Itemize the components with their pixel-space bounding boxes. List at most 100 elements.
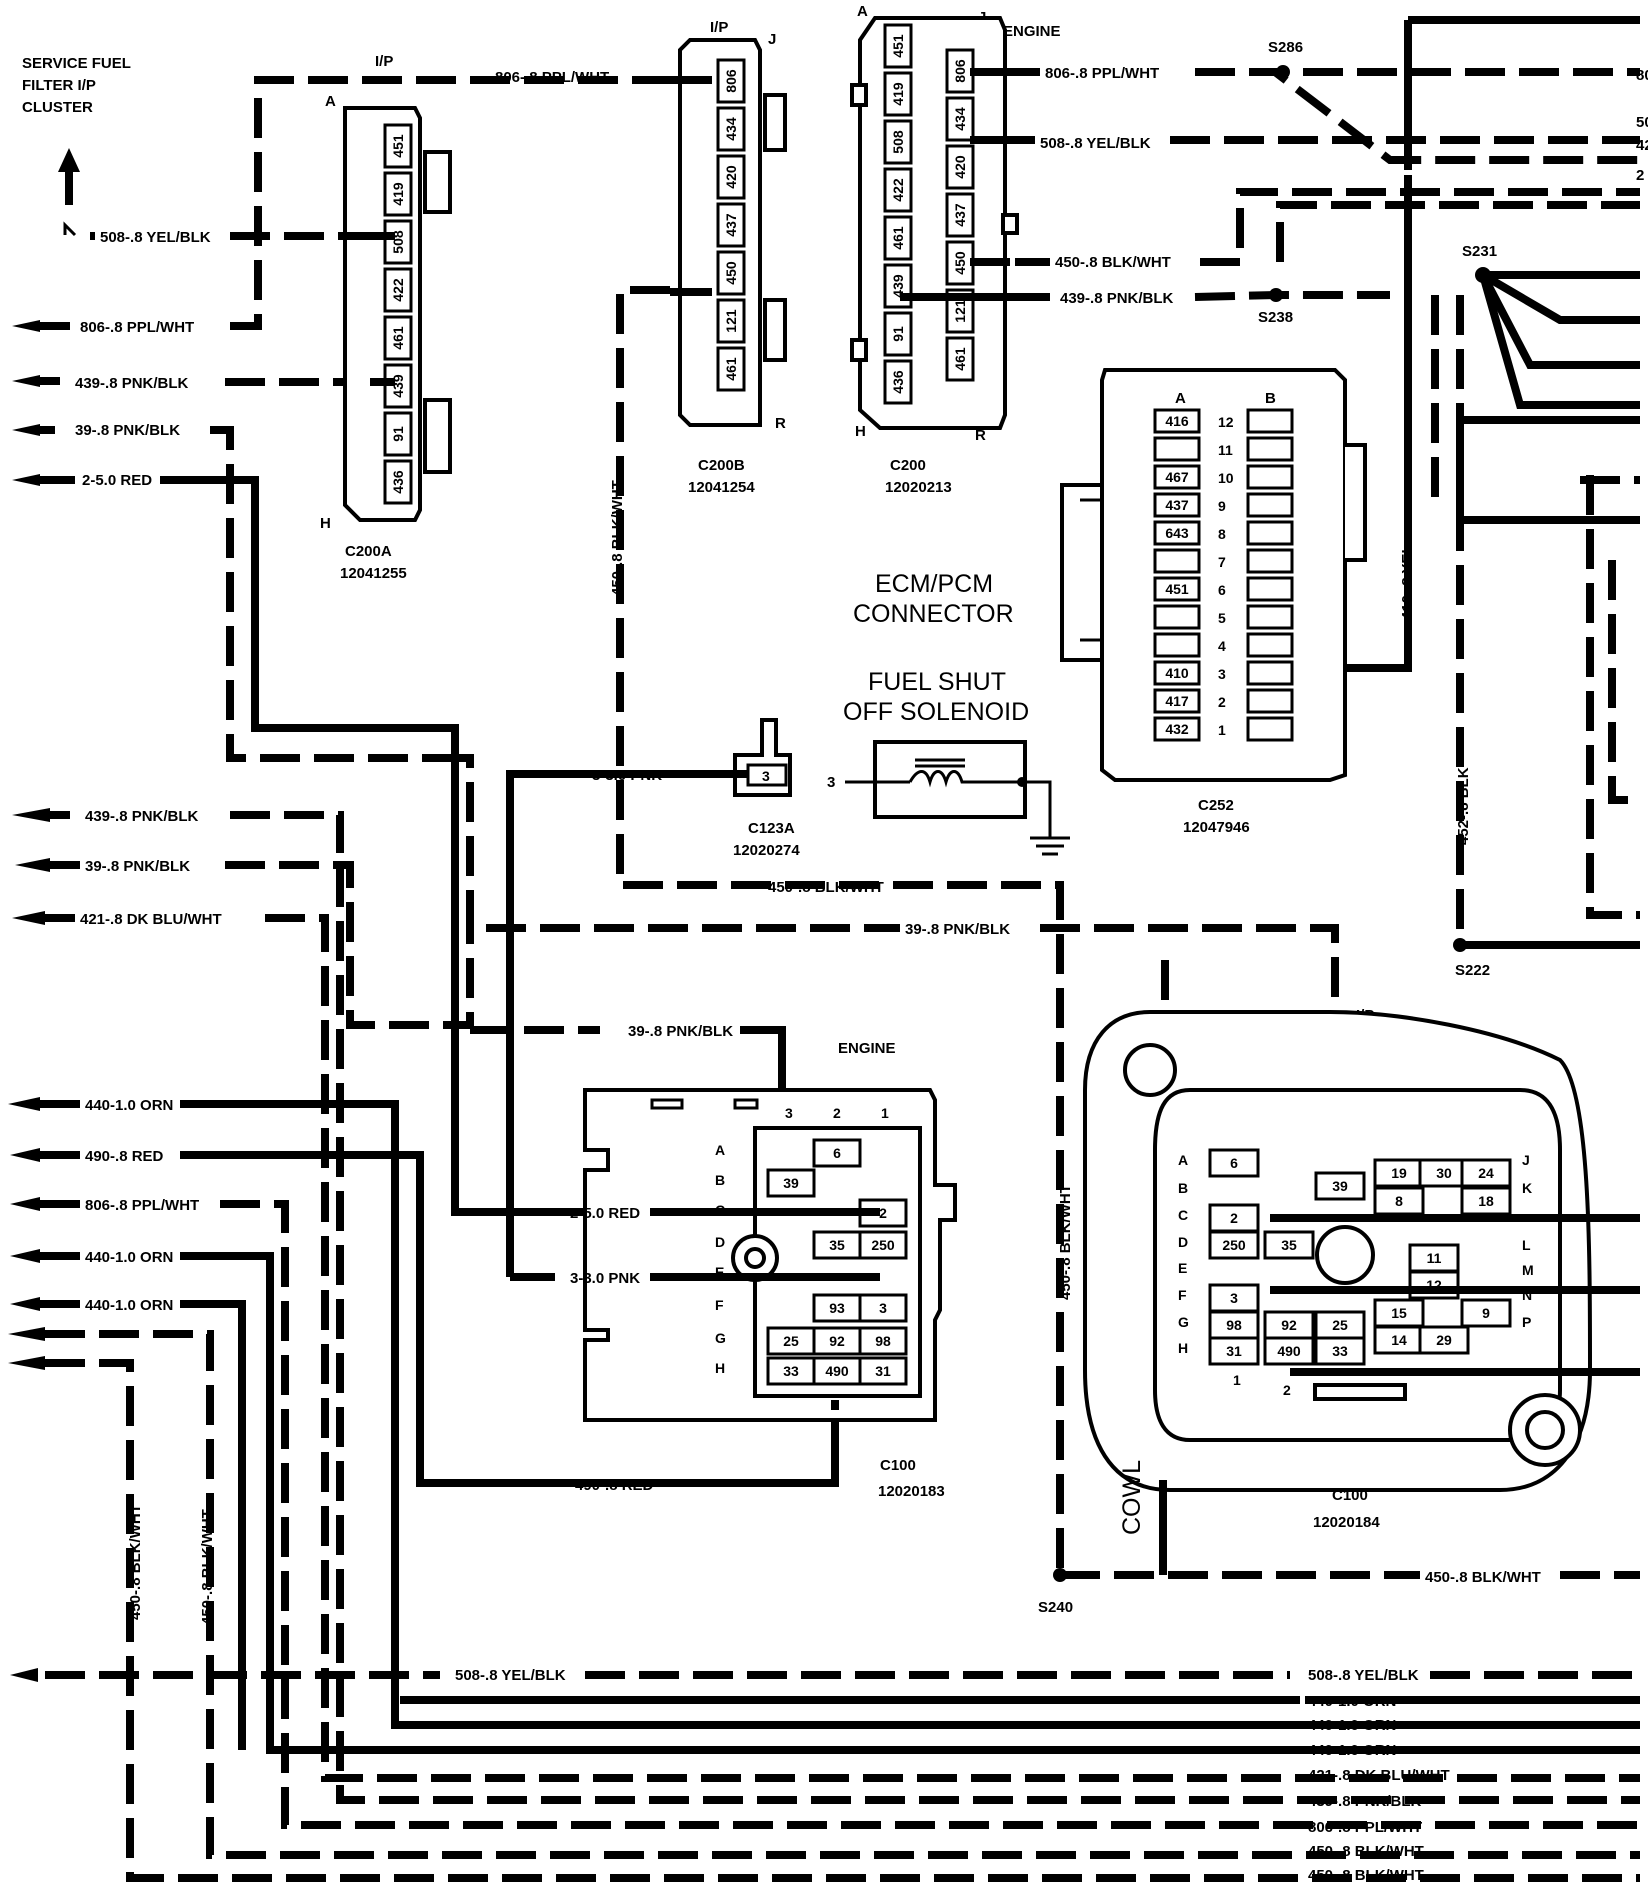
splice-s238-label: S238 [1258,309,1293,326]
c100e-pin-cell [766,1168,816,1198]
wire-label-450-c200: 450-.8 BLK/WHT [1055,254,1171,271]
arrow-icon [12,808,50,822]
c200-left-pin-cell [883,359,913,405]
c100ip-left-row: E [1178,1260,1187,1276]
wire-39-left [210,426,440,762]
c252-pin-a-cell [1153,604,1201,630]
service-note-line1: SERVICE FUEL [22,55,131,72]
c100e-row: B [715,1172,725,1188]
fuel-title-line2: OFF SOLENOID [843,698,1029,726]
c252-pin-a-cell [1153,576,1201,602]
c100ip-left-row: G [1178,1314,1189,1330]
c200a-pin-cell [383,267,413,313]
c100ip-left-row: C [1178,1207,1188,1223]
c100ip-left-row: D [1178,1234,1188,1250]
wire-39-lower [225,861,474,1029]
c100ip-right-row: N [1522,1287,1532,1303]
c200b-pin: 461 [723,357,739,381]
c252-pin-a: 451 [1165,581,1189,597]
c100e-pin: 3 [879,1300,887,1316]
up-arrow-icon [58,148,80,172]
c100e-pin: 98 [875,1333,891,1349]
c252-row-num: 6 [1218,582,1226,598]
c200a-ip-label: I/P [375,53,393,70]
c100ip-pin: 15 [1391,1305,1407,1321]
c100e-row: D [715,1234,725,1250]
c252-pin-a-cell [1153,632,1201,658]
c200a-pin: 461 [390,326,406,350]
c200a-name: C200A [345,543,392,560]
c100e-pin-cell [766,1326,816,1356]
bundle-wire-label: 421-.8 DK BLU/WHT [1308,1767,1450,1784]
bundle-wire-label: 450-.8 BLK/WHT [1308,1867,1424,1884]
c100ip-pin-cell [1418,1325,1470,1355]
c200-right-pin: 450 [952,251,968,275]
c252-pin-b-cell [1246,408,1294,434]
c252-pin-a-cell [1153,464,1201,490]
ground-icon [1030,836,1070,856]
c200b-pin-cell [716,58,746,104]
c100e-pin: 92 [829,1333,845,1349]
c100e-pin-cell [858,1230,908,1260]
c200-left-pin-cell [883,23,913,69]
arrow-icon [12,320,40,332]
c100ip-bottom: 2 [1283,1382,1291,1398]
c100e-pin-cell [812,1138,862,1168]
wire-label-440-b: 440-1.0 ORN [85,1249,173,1266]
wire-label-452: 452-.8 BLK [1455,767,1472,845]
c200-left-pin: 508 [890,130,906,154]
c252-pin-a-cell [1153,548,1201,574]
wire-label-450-left2: 450-.8 BLK/WHT [199,1509,216,1625]
c200-right-pin-cell [945,336,975,382]
fuel-title-line1: FUEL SHUT [868,668,1006,696]
c100e-pin-cell [812,1230,862,1260]
c252-pin-b-cell [1246,660,1294,686]
c100e-row: E [715,1264,724,1280]
wire-450-mid [616,286,1064,1575]
c100e-row: H [715,1360,725,1376]
c200-left-pin: 436 [890,370,906,394]
splice-s231-label: S231 [1462,243,1497,260]
c200b-pin: 806 [723,69,739,93]
c123a-part: 12020274 [733,842,800,859]
c100ip-pin-cell [1314,1336,1366,1366]
c200b-pin-cell [716,106,746,152]
wire-label-508-left: 508-.8 YEL/BLK [100,229,211,246]
c200a-pin-cell [383,411,413,457]
service-note-line2: FILTER I/P [22,77,96,94]
wire-label-450-vert: 450-.8 BLK/WHT [609,480,626,596]
wire-3-pnk [506,770,748,1277]
c100-engine-name: C100 [880,1457,916,1474]
c252-pin-b-cell [1246,716,1294,742]
c252-pin-b-cell [1246,632,1294,658]
wire-label-39-mid: 39-.8 PNK/BLK [905,921,1010,938]
c100ip-pin: 29 [1436,1332,1452,1348]
c252-pin-a-cell [1153,716,1201,742]
c100ip-pin-cell [1418,1158,1470,1188]
c252-pin-a: 416 [1165,413,1189,429]
wire-label-450-mid: 450-.8 BLK/WHT [768,879,884,896]
c200-right-pin: 461 [952,347,968,371]
c100ip-pin-cell [1314,1310,1366,1340]
c100e-pin: 33 [783,1363,799,1379]
c100ip-right-row: L [1522,1237,1531,1253]
c200-left-pin: 91 [890,326,906,342]
wire-label-439-lower: 439-.8 PNK/BLK [85,808,199,825]
wire-label-439-c200: 439-.8 PNK/BLK [1060,290,1174,307]
c200-part: 12020213 [885,479,952,496]
c100ip-pin-cell [1408,1243,1460,1273]
c252-pin-b-cell [1246,576,1294,602]
c252-pin-a: 410 [1165,665,1189,681]
c100ip-bottom: 1 [1233,1372,1241,1388]
c252-row-num: 4 [1218,638,1226,654]
splice-s286 [1276,65,1290,79]
arrow-icon [10,1148,40,1162]
c100ip-left-row: H [1178,1340,1188,1356]
c100e-col: 3 [785,1105,793,1121]
wire-label-440-c: 440-1.0 ORN [85,1297,173,1314]
c200-end-a: A [857,3,868,20]
c100ip-right-row: P [1522,1314,1531,1330]
ecm-title-line1: ECM/PCM [875,570,993,598]
c200-right-pin-cell [945,144,975,190]
c100ip-pin: 24 [1478,1165,1494,1181]
